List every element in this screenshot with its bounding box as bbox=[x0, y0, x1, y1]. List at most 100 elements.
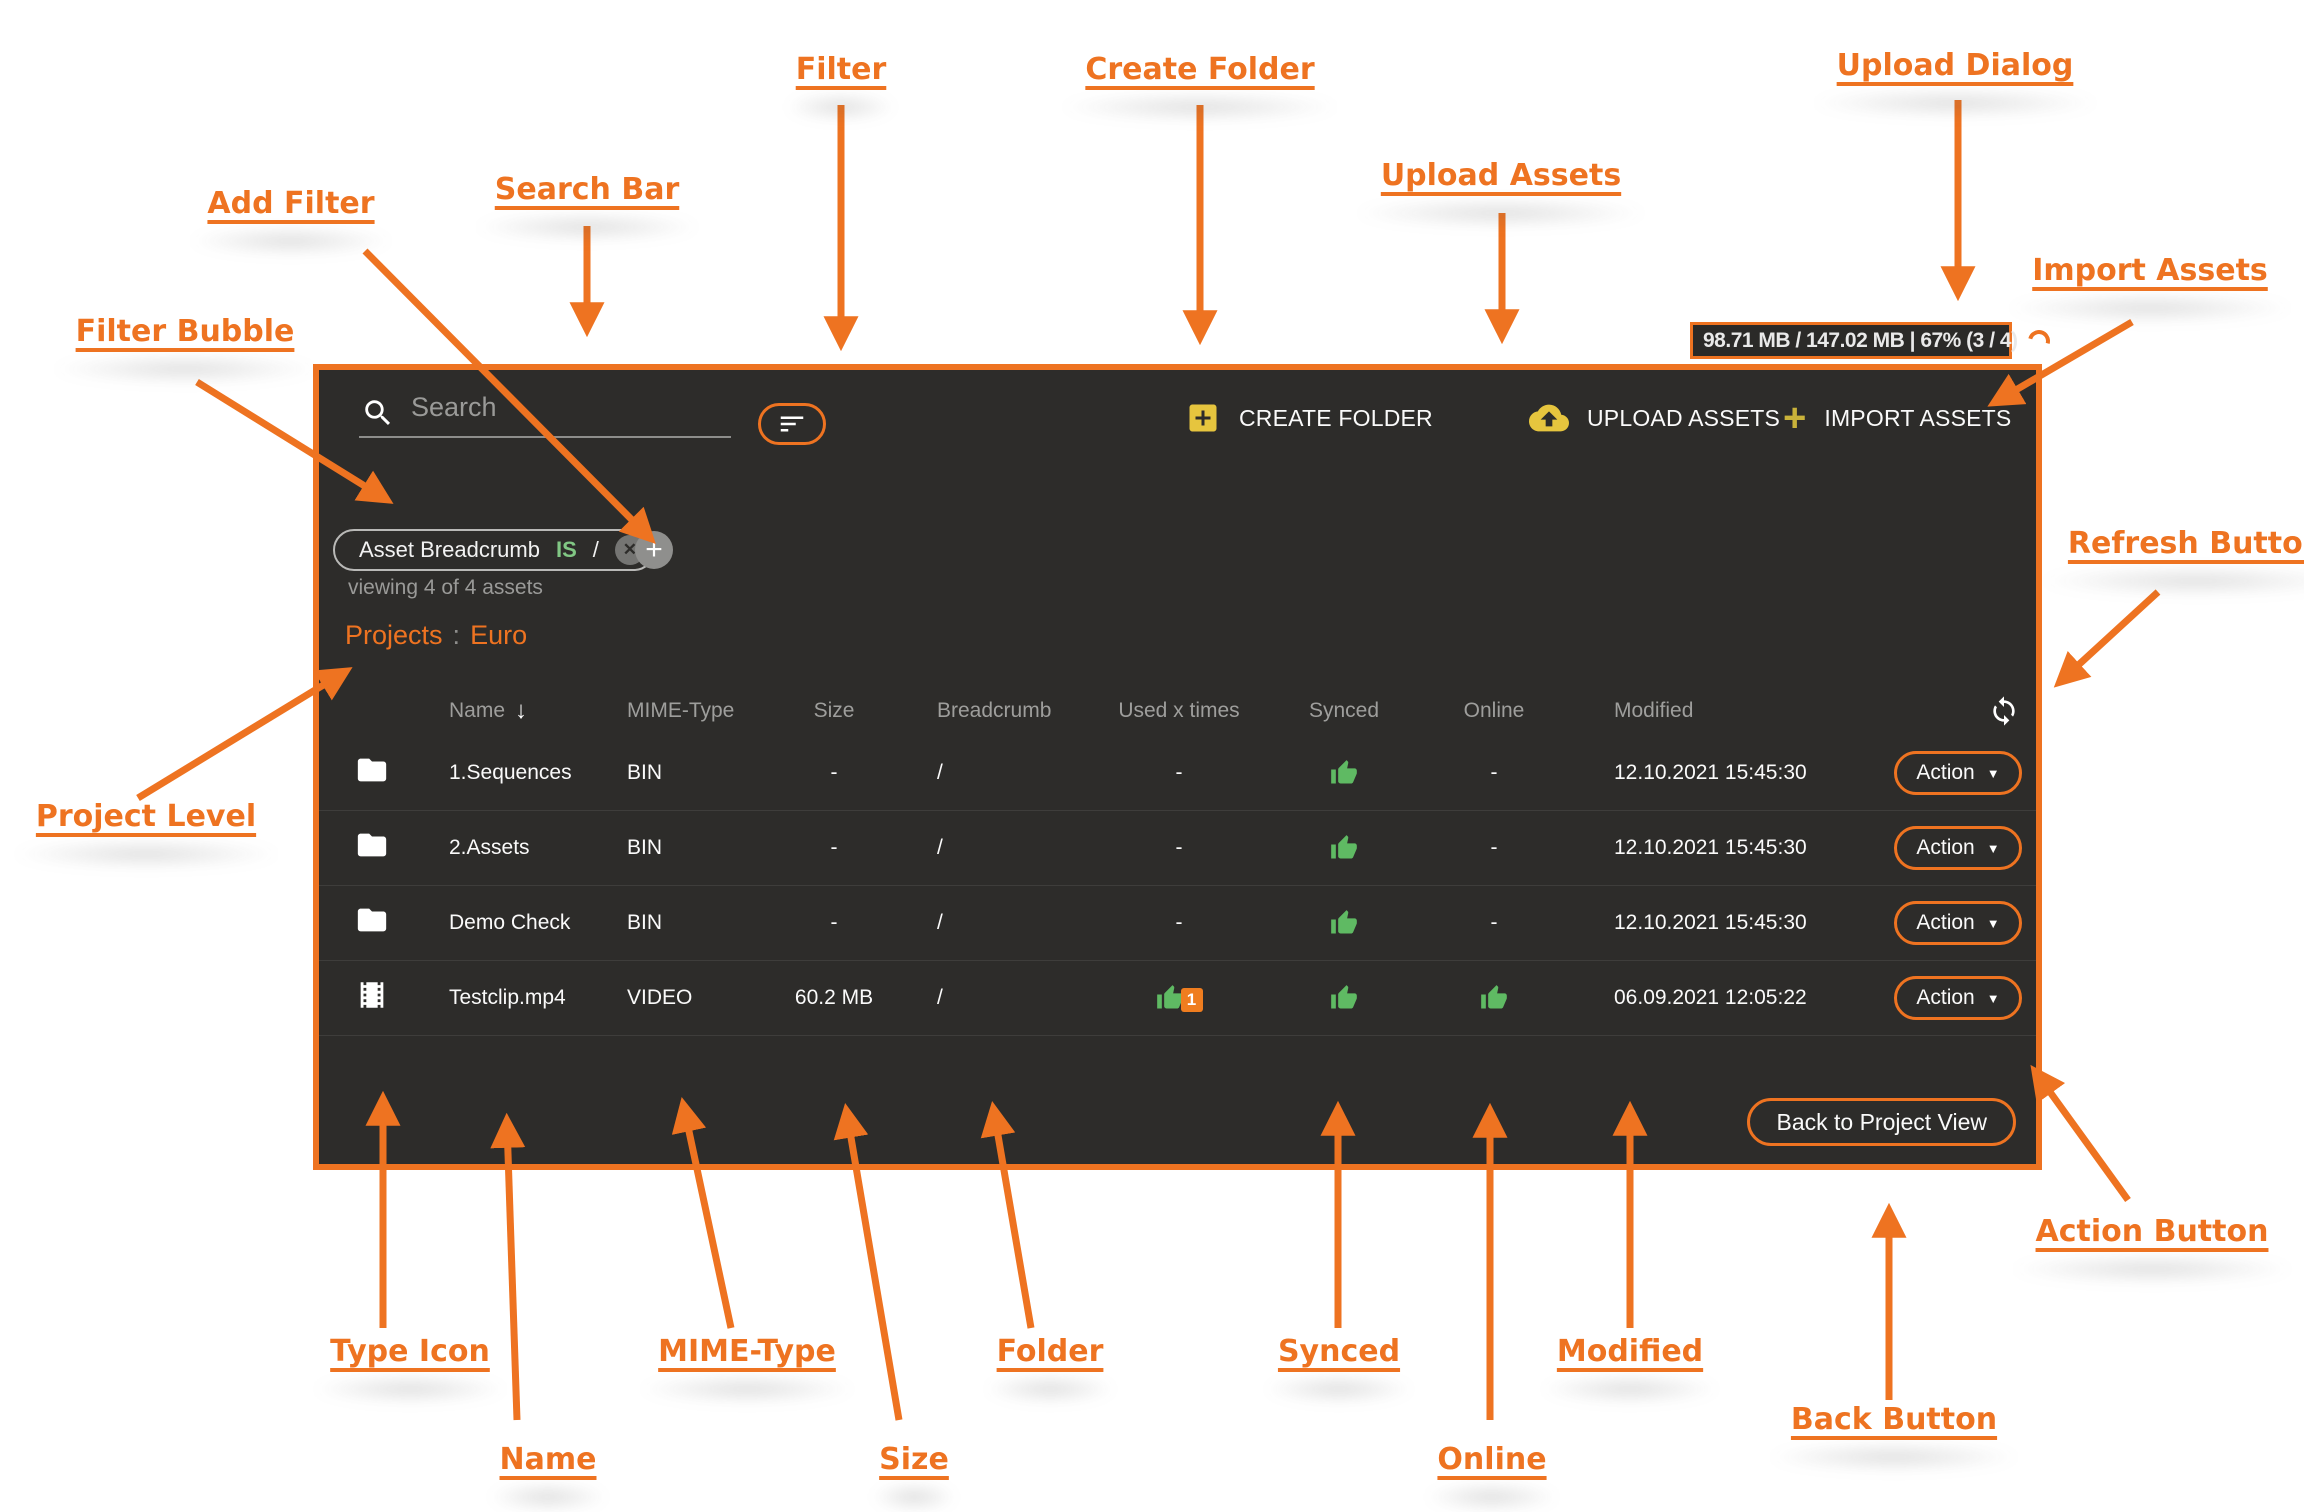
viewing-count-text: viewing 4 of 4 assets bbox=[348, 576, 543, 600]
table-row[interactable]: Demo Check BIN - / - - 12.10.2021 15:45:… bbox=[319, 886, 2036, 961]
table-row[interactable]: Testclip.mp4 VIDEO 60.2 MB / 1 bbox=[319, 961, 2036, 1036]
chevron-down-icon: ▼ bbox=[1987, 916, 2000, 931]
action-button[interactable]: Action ▼ bbox=[1894, 976, 2022, 1020]
header-name[interactable]: Name ↓ bbox=[449, 697, 627, 725]
filter-button[interactable] bbox=[758, 403, 826, 445]
search-input[interactable] bbox=[359, 382, 731, 438]
thumbs-up-icon bbox=[1156, 984, 1184, 1012]
refresh-icon bbox=[1988, 695, 2020, 727]
breadcrumb-projects-link[interactable]: Projects bbox=[345, 620, 443, 650]
plus-icon: + bbox=[1783, 398, 1806, 438]
breadcrumb-separator: : bbox=[443, 620, 471, 650]
import-assets-button[interactable]: + IMPORT ASSETS bbox=[1783, 396, 2011, 440]
upload-assets-button[interactable]: UPLOAD ASSETS bbox=[1529, 396, 1780, 440]
asset-used: - bbox=[1089, 836, 1269, 860]
header-online[interactable]: Online bbox=[1419, 699, 1569, 723]
thumbs-up-icon bbox=[1480, 984, 1508, 1012]
asset-modified: 12.10.2021 15:45:30 bbox=[1569, 761, 1869, 785]
filter-value-label: / bbox=[593, 537, 599, 563]
asset-modified: 06.09.2021 12:05:22 bbox=[1569, 986, 1869, 1010]
header-mime-type[interactable]: MIME-Type bbox=[627, 699, 779, 723]
annotation-modified: Modified bbox=[1557, 1334, 1703, 1369]
annotation-project-level: Project Level bbox=[36, 799, 256, 834]
asset-table: Name ↓ MIME-Type Size Breadcrumb Used x … bbox=[319, 686, 2036, 1036]
annotation-refresh-button: Refresh Button bbox=[2068, 526, 2304, 561]
annotation-size: Size bbox=[879, 1442, 949, 1477]
asset-mime: BIN bbox=[627, 911, 779, 935]
annotation-add-filter: Add Filter bbox=[207, 186, 374, 221]
annotation-name: Name bbox=[500, 1442, 597, 1477]
used-count-badge: 1 bbox=[1181, 988, 1203, 1012]
annotation-create-folder: Create Folder bbox=[1085, 52, 1314, 87]
header-size[interactable]: Size bbox=[779, 699, 889, 723]
asset-online: - bbox=[1419, 836, 1569, 860]
thumbs-up-icon bbox=[1330, 984, 1358, 1012]
asset-used: - bbox=[1089, 761, 1269, 785]
asset-name: 1.Sequences bbox=[449, 761, 572, 785]
filter-bubble[interactable]: Asset Breadcrumb IS / ✕ bbox=[333, 529, 655, 571]
annotation-folder: Folder bbox=[997, 1334, 1104, 1369]
chevron-down-icon: ▼ bbox=[1987, 766, 2000, 781]
breadcrumb: Projects:Euro bbox=[345, 620, 527, 651]
search-bar bbox=[359, 382, 731, 438]
asset-online: - bbox=[1419, 911, 1569, 935]
table-header-row: Name ↓ MIME-Type Size Breadcrumb Used x … bbox=[319, 686, 2036, 736]
filter-operator-label: IS bbox=[556, 537, 577, 563]
annotation-upload-dialog: Upload Dialog bbox=[1837, 48, 2074, 83]
asset-modified: 12.10.2021 15:45:30 bbox=[1569, 836, 1869, 860]
header-modified[interactable]: Modified bbox=[1569, 699, 1869, 723]
table-row[interactable]: 2.Assets BIN - / - - 12.10.2021 15:45:30… bbox=[319, 811, 2036, 886]
thumbs-up-icon bbox=[1330, 909, 1358, 937]
asset-modified: 12.10.2021 15:45:30 bbox=[1569, 911, 1869, 935]
asset-used: - bbox=[1089, 911, 1269, 935]
asset-name: 2.Assets bbox=[449, 836, 530, 860]
action-button[interactable]: Action ▼ bbox=[1894, 901, 2022, 945]
action-button[interactable]: Action ▼ bbox=[1894, 826, 2022, 870]
asset-breadcrumb: / bbox=[889, 986, 1089, 1010]
create-folder-button[interactable]: CREATE FOLDER bbox=[1185, 396, 1433, 440]
upload-progress-text: 98.71 MB / 147.02 MB | 67% (3 / 4) bbox=[1703, 329, 2018, 353]
asset-size: - bbox=[779, 911, 889, 935]
breadcrumb-current-link[interactable]: Euro bbox=[470, 620, 527, 650]
asset-synced bbox=[1269, 834, 1419, 862]
annotation-action-button: Action Button bbox=[2036, 1214, 2269, 1249]
asset-synced bbox=[1269, 909, 1419, 937]
upload-spinner-icon bbox=[2024, 325, 2054, 355]
header-synced[interactable]: Synced bbox=[1269, 699, 1419, 723]
asset-online: - bbox=[1419, 761, 1569, 785]
asset-breadcrumb: / bbox=[889, 836, 1089, 860]
create-folder-label: CREATE FOLDER bbox=[1239, 405, 1433, 432]
asset-breadcrumb: / bbox=[889, 911, 1089, 935]
back-to-project-view-button[interactable]: Back to Project View bbox=[1747, 1098, 2016, 1146]
annotation-upload-assets: Upload Assets bbox=[1381, 158, 1621, 193]
folder-icon bbox=[355, 903, 389, 937]
action-button[interactable]: Action ▼ bbox=[1894, 751, 2022, 795]
refresh-button[interactable] bbox=[1869, 695, 2036, 727]
annotation-filter-bubble: Filter Bubble bbox=[76, 314, 295, 349]
asset-manager-panel: CREATE FOLDER UPLOAD ASSETS + IMPORT ASS… bbox=[313, 364, 2042, 1170]
annotation-filter: Filter bbox=[796, 52, 887, 87]
annotation-synced: Synced bbox=[1278, 1334, 1400, 1369]
asset-online bbox=[1419, 984, 1569, 1012]
sort-desc-icon: ↓ bbox=[515, 697, 527, 725]
add-box-icon bbox=[1185, 400, 1221, 436]
annotation-back-button: Back Button bbox=[1791, 1402, 1997, 1437]
asset-name: Demo Check bbox=[449, 911, 570, 935]
annotation-online: Online bbox=[1437, 1442, 1546, 1477]
annotation-search-bar: Search Bar bbox=[495, 172, 679, 207]
table-row[interactable]: 1.Sequences BIN - / - - 12.10.2021 15:45… bbox=[319, 736, 2036, 811]
asset-mime: BIN bbox=[627, 761, 779, 785]
header-used-x-times[interactable]: Used x times bbox=[1089, 699, 1269, 723]
asset-synced bbox=[1269, 759, 1419, 787]
add-filter-button[interactable]: + bbox=[635, 531, 673, 569]
thumbs-up-icon bbox=[1330, 834, 1358, 862]
chevron-down-icon: ▼ bbox=[1987, 841, 2000, 856]
annotation-type-icon: Type Icon bbox=[330, 1334, 490, 1369]
asset-used: 1 bbox=[1089, 984, 1269, 1012]
annotation-mime-type: MIME-Type bbox=[658, 1334, 836, 1369]
thumbs-up-icon bbox=[1330, 759, 1358, 787]
header-breadcrumb[interactable]: Breadcrumb bbox=[889, 699, 1089, 723]
film-icon bbox=[355, 978, 389, 1012]
cloud-upload-icon bbox=[1529, 398, 1569, 438]
